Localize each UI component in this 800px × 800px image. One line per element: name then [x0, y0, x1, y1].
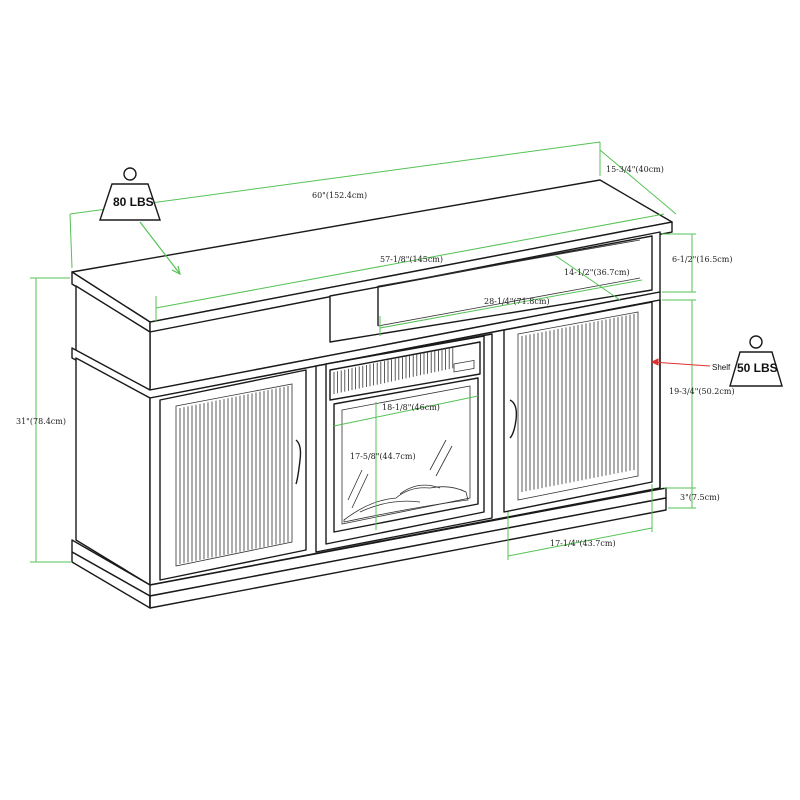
- width-dim-ext: [69, 213, 73, 269]
- shelf-depth-dim-line: [555, 255, 621, 301]
- cabinet-height-label: 19-3/4"(50.2cm): [669, 387, 735, 396]
- shelf-pointer-arrowhead: [650, 358, 659, 366]
- door-width-label: 17-1/4"(43.7cm): [550, 539, 616, 548]
- shelf-load-label: 50 LBS: [737, 361, 778, 375]
- top-load-label: 80 LBS: [113, 195, 154, 209]
- top-side-edge: [149, 221, 673, 333]
- weight-ring-icon: [123, 167, 137, 181]
- control-panel: [453, 359, 475, 373]
- depth-dim-line: [599, 149, 677, 215]
- dimension-lines: 60"(152.4cm) 15-3/4"(40cm) 57-1/8"(145cm…: [16, 141, 735, 563]
- heater-vent: [329, 341, 481, 401]
- right-door-handle: [509, 399, 518, 439]
- shelf-weight-badge: 50 LBS Shelf: [650, 335, 783, 387]
- shelf-opening-height-label: 6-1/2"(16.5cm): [672, 255, 732, 264]
- firebox-inner: [341, 385, 471, 525]
- weight-ring-icon: [749, 335, 763, 349]
- shelf-label: Shelf: [712, 363, 731, 372]
- depth-label: 15-3/4"(40cm): [606, 165, 664, 174]
- log-detail: [359, 484, 441, 513]
- glass-glare: [347, 469, 363, 501]
- base-height-label: 3"(7.5cm): [680, 493, 720, 502]
- left-door-panel: [175, 383, 293, 567]
- shelf-bottom-edge: [377, 277, 641, 327]
- center-shelf-dim-line: [379, 279, 643, 329]
- firebox-height-label: 17-5/8"(44.7cm): [350, 452, 416, 461]
- overall-height-label: 31"(78.4cm): [16, 417, 66, 426]
- glass-glare: [429, 439, 447, 471]
- overall-width-label: 60"(152.4cm): [312, 191, 367, 200]
- shelf-back-edge: [377, 239, 641, 287]
- center-shelf-width-label: 28-1/4"(71.8cm): [484, 297, 550, 306]
- firebox: [333, 377, 479, 533]
- weight-icon: [729, 351, 783, 387]
- inner-width-label: 57-1/8"(145cm): [380, 255, 443, 264]
- tv-stand-drawing: [71, 179, 673, 609]
- shelf-depth-label: 14-1/2"(36.7cm): [564, 268, 630, 277]
- shelf-opening: [329, 235, 653, 343]
- glass-glare: [435, 445, 453, 477]
- fireplace-logs: [343, 486, 469, 523]
- width-dim-line: [69, 141, 601, 215]
- top-load-arrowhead: [171, 265, 181, 276]
- top-weight-badge: 80 LBS: [99, 167, 181, 276]
- top-load-arrow: [139, 221, 181, 275]
- heater-vent-grille: [333, 346, 454, 394]
- shelf-pointer-arrow: [651, 361, 711, 367]
- firebox-width-label: 18-1/8"(46cm): [382, 403, 440, 412]
- firebox-width-dim-line: [333, 395, 479, 427]
- weight-icon: [99, 183, 161, 221]
- right-door-panel: [517, 311, 639, 501]
- left-door-handle: [295, 439, 302, 485]
- left-door: [159, 369, 307, 581]
- left-door-slats: [179, 386, 289, 564]
- inner-width-dim-line: [155, 213, 665, 309]
- right-door-slats: [521, 314, 635, 492]
- door-width-dim-line: [507, 527, 653, 557]
- glass-glare: [351, 473, 369, 509]
